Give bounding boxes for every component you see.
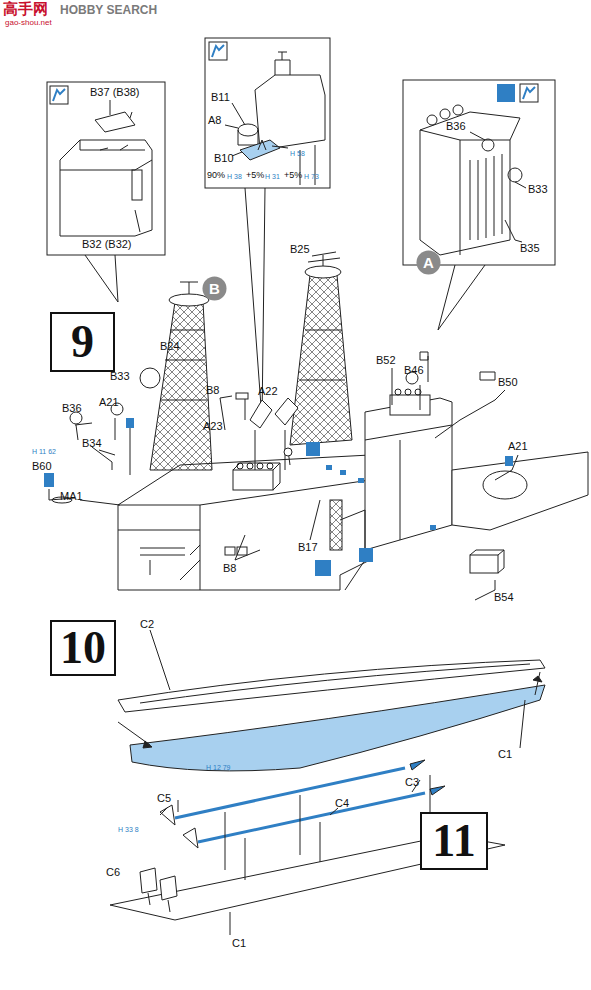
- part-number: B60: [32, 460, 52, 472]
- part-number: A21: [508, 440, 528, 452]
- part-number: B32 (B32): [82, 238, 132, 250]
- part-number: B46: [404, 364, 424, 376]
- part-number: B52: [376, 354, 396, 366]
- part-number: B24: [160, 340, 180, 352]
- mix-ratio: 90%: [207, 171, 225, 181]
- lattice-mast: [140, 252, 352, 470]
- part-number: B25: [290, 243, 310, 255]
- part-number: MA1: [60, 490, 83, 502]
- part-number: C1: [232, 937, 246, 949]
- part-number: B50: [498, 376, 518, 388]
- part-number: B11: [211, 91, 230, 103]
- part-number: C2: [140, 618, 154, 630]
- paint-code: H 33 8: [118, 826, 139, 834]
- step-number-box: 11: [420, 812, 488, 870]
- step-number-box: 9: [50, 312, 115, 372]
- watermark: HOBBY SEARCH: [60, 4, 157, 17]
- mix-ratio: +5%: [246, 171, 264, 181]
- paint-code: H 11 62: [32, 448, 56, 456]
- part-number: B8: [206, 384, 219, 396]
- part-number: A22: [258, 385, 278, 397]
- paint-code: H 73: [304, 173, 319, 181]
- part-number: B54: [494, 591, 514, 603]
- detail-inset: [403, 80, 555, 330]
- part-number: A23: [203, 420, 223, 432]
- part-number: C4: [335, 797, 349, 809]
- part-number: B33: [110, 370, 130, 382]
- part-number: B34: [82, 437, 102, 449]
- subassembly-marker: A: [416, 250, 441, 275]
- part-number: A21: [99, 396, 119, 408]
- part-number: B33: [528, 183, 548, 195]
- part-number: B35: [520, 242, 540, 254]
- watermark: 高手网: [3, 1, 48, 18]
- step-number: 10: [60, 625, 106, 671]
- part-number: C1: [498, 748, 512, 760]
- paint-code: H 12 79: [206, 764, 231, 772]
- step-number-box: 10: [50, 620, 116, 676]
- subassembly-marker: B: [202, 276, 227, 301]
- marker-letter: A: [423, 255, 434, 270]
- part-number: B17: [298, 541, 318, 553]
- part-number: B36: [446, 120, 466, 132]
- leader-lines: [44, 352, 518, 600]
- paint-code: H 58: [290, 150, 305, 158]
- step-number: 11: [432, 818, 475, 864]
- watermark: gao-shou.net: [5, 19, 52, 28]
- part-number: C5: [157, 792, 171, 804]
- part-number: C6: [106, 866, 120, 878]
- part-number: C3: [405, 776, 419, 788]
- hull-halves: [118, 630, 545, 771]
- paint-code: H 31: [265, 173, 280, 181]
- part-number: B36: [62, 402, 82, 414]
- part-number: B10: [214, 152, 234, 164]
- marker-letter: B: [209, 281, 220, 296]
- part-number: A8: [208, 114, 221, 126]
- paint-code: H 38: [227, 173, 242, 181]
- mix-ratio: +5%: [284, 171, 302, 181]
- detail-inset: [47, 82, 165, 302]
- part-number: B37 (B38): [90, 86, 140, 98]
- shafts-and-rudders: [110, 760, 505, 935]
- step-number: 9: [71, 319, 94, 365]
- part-number: B8: [223, 562, 236, 574]
